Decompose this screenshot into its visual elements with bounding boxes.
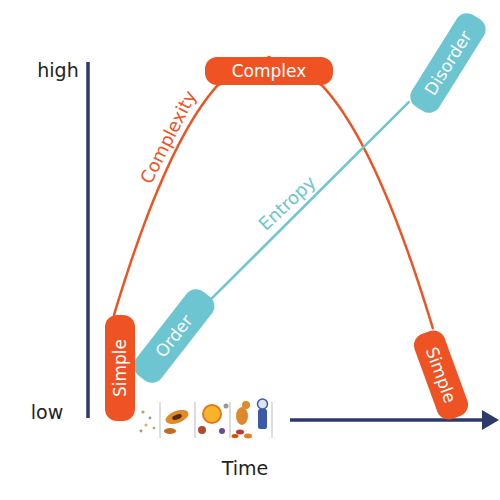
astronaut-body bbox=[258, 409, 267, 429]
galaxy bbox=[164, 407, 191, 426]
axis-tick-label: high bbox=[37, 59, 78, 81]
planet bbox=[198, 426, 206, 434]
particle bbox=[149, 417, 152, 420]
panel-separator bbox=[160, 402, 161, 438]
axis-title: Time bbox=[222, 457, 269, 479]
node-label: Simple bbox=[422, 344, 461, 405]
endpoint-pill: Simple bbox=[105, 315, 135, 421]
node-label: Complex bbox=[232, 61, 307, 81]
peak-pill: Complex bbox=[205, 57, 333, 85]
planet bbox=[219, 428, 225, 434]
particle bbox=[140, 430, 143, 433]
panel-separator bbox=[272, 402, 273, 438]
astronaut-helmet bbox=[258, 399, 268, 409]
panel-separator bbox=[195, 402, 196, 438]
y-axis bbox=[86, 62, 90, 418]
entropy-line bbox=[212, 102, 409, 298]
sun bbox=[203, 405, 221, 423]
timeline-illustrations bbox=[140, 399, 272, 439]
leaf bbox=[244, 434, 252, 439]
endpoint-pill: Simple bbox=[411, 327, 472, 423]
particle bbox=[153, 427, 156, 430]
galaxy-core bbox=[171, 413, 182, 421]
leaf bbox=[232, 434, 239, 438]
planet bbox=[224, 404, 229, 409]
particle bbox=[141, 410, 144, 413]
kangaroo-body bbox=[236, 407, 248, 425]
axis-tick-label: low bbox=[31, 401, 63, 423]
galaxy bbox=[164, 428, 176, 434]
x-axis bbox=[290, 418, 486, 422]
state-pill: Order bbox=[129, 284, 219, 387]
panel-separator bbox=[230, 402, 231, 438]
node-label: Simple bbox=[110, 339, 130, 397]
particle bbox=[144, 423, 147, 426]
x-axis-arrowhead bbox=[482, 410, 499, 430]
node-label: Order bbox=[151, 311, 197, 361]
leaf bbox=[236, 430, 244, 435]
node-label: Disorder bbox=[420, 27, 475, 99]
connector-layer bbox=[114, 57, 433, 328]
kangaroo-head bbox=[242, 401, 250, 409]
complexity-curve bbox=[114, 57, 269, 315]
edge-label: Complexity bbox=[136, 87, 201, 187]
state-pill: Disorder bbox=[406, 9, 490, 118]
